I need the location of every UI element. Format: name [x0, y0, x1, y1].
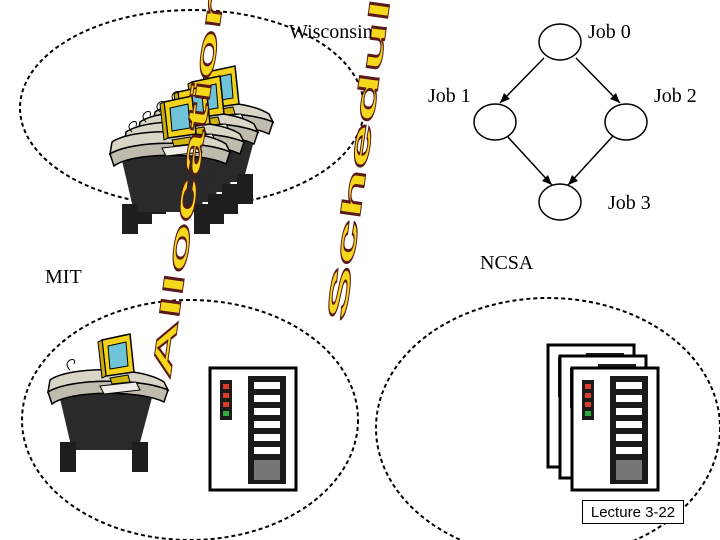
mit-server-icon [208, 366, 298, 492]
job-2-label: Job 2 [654, 85, 697, 107]
wisconsin-label: Wisconsin [289, 21, 373, 43]
wisconsin-site-boundary [19, 9, 365, 207]
job-2-node [604, 103, 648, 141]
job-3-label: Job 3 [608, 192, 651, 214]
mit-label: MIT [45, 266, 82, 288]
job-1-node [473, 103, 517, 141]
job-3-node [538, 183, 582, 221]
job-0-node [538, 23, 582, 61]
ncsa-site-boundary [375, 297, 720, 540]
footer-label: Lecture 3-22 [582, 500, 684, 524]
mit-site-boundary [21, 299, 359, 540]
job-0-label: Job 0 [588, 21, 631, 43]
ncsa-label: NCSA [480, 252, 534, 274]
ncsa-servers-icon [546, 343, 660, 492]
scheduling-question: Scheduling? [321, 0, 421, 323]
job-dag [473, 23, 648, 221]
job-1-label: Job 1 [428, 85, 471, 107]
